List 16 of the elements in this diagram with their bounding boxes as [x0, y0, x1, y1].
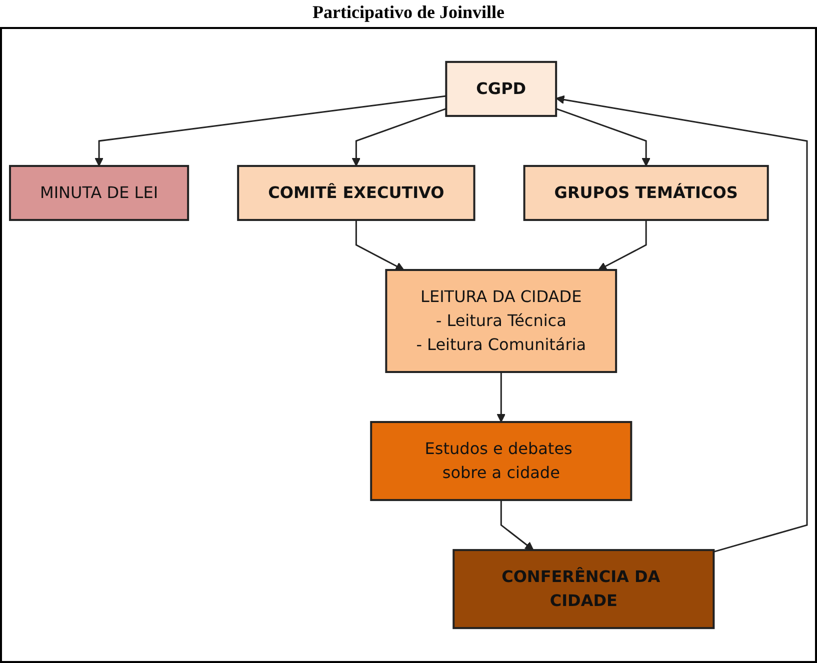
diagram-title: Participativo de Joinville: [312, 2, 504, 23]
arrow: [352, 108, 446, 166]
node-box: CONFERÊNCIA DA CIDADE: [452, 549, 715, 630]
node-box: LEITURA DA CIDADE - Leitura Técnica - Leitura Comunitária: [385, 268, 618, 373]
node-box: Estudos e debates sobre a cidade: [370, 421, 632, 502]
arrow: [496, 372, 506, 422]
arrow: [556, 95, 808, 553]
node-box: CGPD: [445, 60, 558, 117]
arrow: [500, 500, 534, 550]
arrow: [355, 220, 404, 270]
node-box: GRUPOS TEMÁTICOS: [523, 164, 769, 221]
arrow: [94, 95, 446, 166]
node-box: MINUTA DE LEI: [9, 164, 190, 221]
arrow: [556, 108, 650, 166]
node-box: COMITÊ EXECUTIVO: [237, 164, 476, 221]
arrow: [598, 220, 647, 270]
